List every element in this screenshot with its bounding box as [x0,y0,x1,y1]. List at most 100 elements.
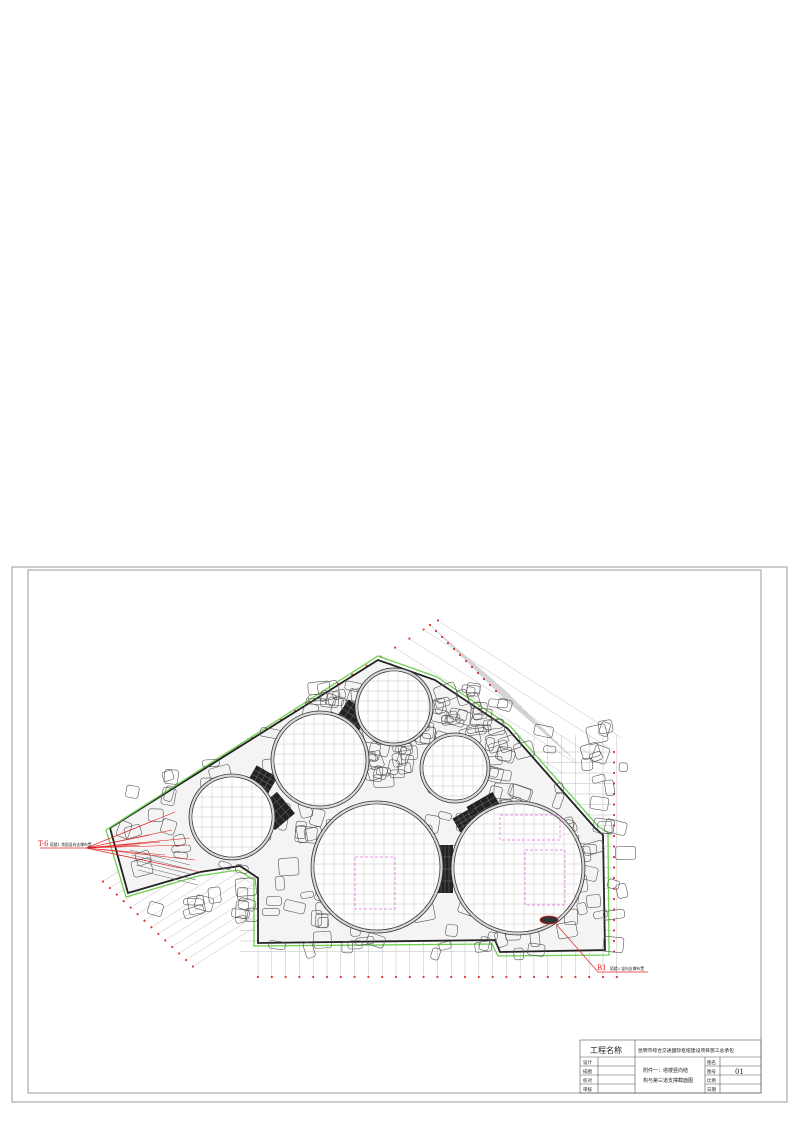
bracing-cell [478,936,491,952]
bracing-cell [438,941,452,951]
axis-marker [574,975,577,979]
bracing-cell [487,718,506,737]
title-block [579,1039,762,1094]
drawing-number: 01 [735,1068,744,1076]
axis-marker [136,913,139,916]
bracing-cell [554,782,565,794]
bracing-cell [218,860,232,870]
axis-marker [612,918,616,922]
sump-marker [539,915,559,925]
bracing-cell [589,795,610,811]
axis-marker [270,975,273,979]
bracing-cell [310,910,323,927]
bracing-cell [231,908,250,920]
ring-beam-inner [453,803,583,933]
bracing-cell [483,718,503,730]
bracing-cell [438,811,452,821]
axis-marker [108,886,112,890]
bracing-cell [300,890,314,899]
bracing-cell [615,883,629,899]
axis-marker [408,975,411,979]
axis-marker [458,653,462,657]
axis-line-diagonal [465,660,547,732]
bracing-cell [430,947,441,961]
bracing-cell [160,818,178,836]
bracing-cell [495,747,516,764]
bracing-cell [466,682,481,697]
bracing-cell [444,714,465,728]
bracing-cell [493,782,514,800]
bracing-cell [615,846,637,860]
tower-marks [354,814,566,910]
left-stair-hatch [129,849,199,886]
inner-border [27,569,762,1094]
bracing-cell [320,690,340,708]
axis-marker [446,641,450,645]
axis-line-diagonal [477,672,559,744]
bracing-cell [234,864,249,874]
ring-beam-inner [273,713,367,807]
axis-marker [612,834,616,838]
axis-marker [546,975,549,979]
bracing-cell [237,897,257,912]
left-callout-rays [85,811,201,873]
axis-marker [612,855,616,859]
bracing-cell [556,920,578,940]
axis-marker [408,637,411,640]
bracing-cell [586,894,602,909]
axis-marker [312,975,315,979]
bracing-cell [466,686,476,698]
bracing-cell [604,779,616,797]
axis-marker [488,683,492,687]
bracing-cell [387,759,400,776]
axis-marker [171,945,174,948]
bracing-cell [268,940,286,951]
bracing-cell [391,752,403,768]
bracing-cell [161,769,175,782]
bracing-cell [455,709,473,726]
bracing-cell [355,936,375,946]
bracing-cell [604,818,628,836]
axis-line-diagonal [483,678,565,750]
axis-marker [560,975,563,979]
bracing-cell [471,702,483,720]
axis-marker [532,975,536,979]
bracing-cell [618,762,628,772]
bracing-cell [147,901,164,917]
axis-marker [115,893,118,896]
project-name-label: 工程名称 [590,1045,622,1055]
role-label-approved: 审核 [583,1086,592,1093]
bracing-cell [597,719,614,735]
info-label-date: 日期 [707,1087,716,1093]
axis-line-diagonal [459,654,541,726]
callout-ray [85,811,176,849]
bracing-cell [484,730,509,749]
axis-marker [101,880,105,883]
project-name: 昆明市综合交通国际枢纽建设项目施工总承包 [638,1047,734,1054]
role-label-design: 设计 [583,1059,592,1066]
role-label-checked: 校对 [583,1077,592,1084]
bracing-cell [163,785,175,802]
axis-marker [612,813,616,817]
bracing-cell [307,693,329,702]
axis-marker [464,659,468,663]
axis-marker [184,958,188,962]
bracing-cell [328,696,344,707]
bracing-cell [445,710,459,723]
info-label-number: 图号 [707,1069,716,1075]
bracing-cell [341,941,353,954]
bracing-cell [332,688,347,701]
bracing-cell [474,940,493,953]
axis-marker [615,975,618,979]
bracing-cell [576,902,588,916]
bracing-cell [509,783,533,803]
axis-marker [436,619,440,622]
dark-zone-grid [339,712,361,729]
axis-marker [339,975,342,979]
bracing-cell [373,773,395,789]
axis-marker [284,975,287,979]
bracing-cell [187,895,206,915]
axis-marker [122,900,125,903]
bracing-cell [591,744,611,765]
